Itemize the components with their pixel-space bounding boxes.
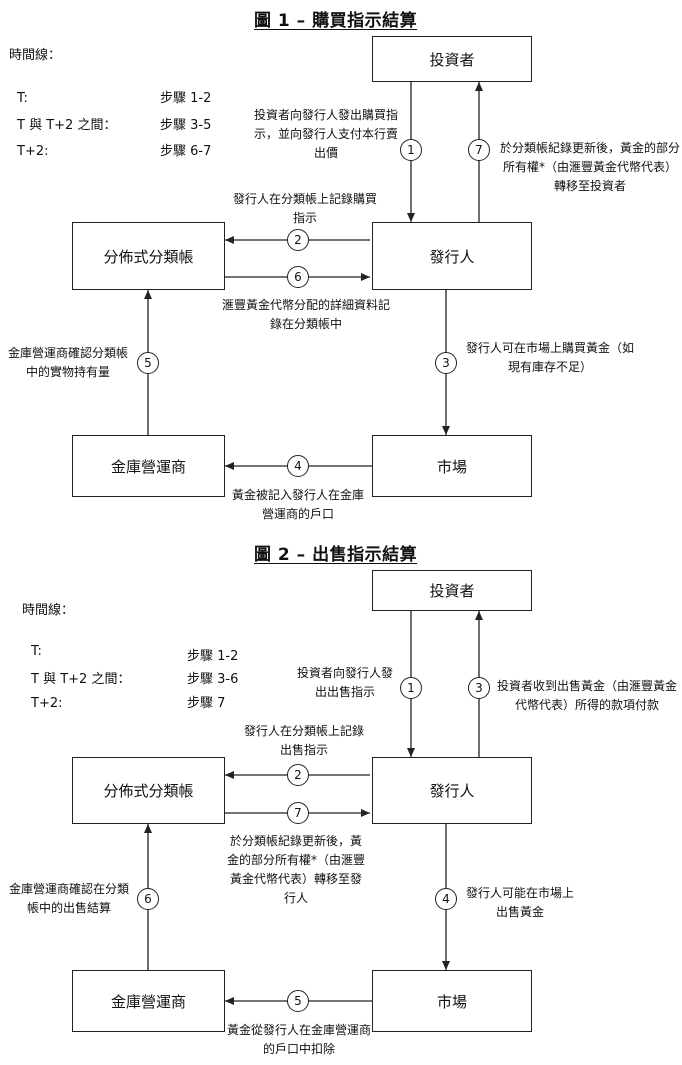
- step-marker: 4: [287, 455, 309, 477]
- timeline-label: 時間線：: [9, 48, 62, 63]
- timeline-steps: 步驟 3-6: [187, 672, 239, 687]
- step-marker: 6: [287, 266, 309, 288]
- step-3-note: 發行人可在市場上購買黃金（如現有庫存不足）: [466, 341, 635, 374]
- step-marker: 5: [287, 990, 309, 1012]
- step-5-note: 黃金從發行人在金庫營運商的戶口中扣除: [226, 1023, 371, 1056]
- figure-title: 圖 1 – 購買指示結算: [254, 11, 418, 31]
- custodian-box: 金庫營運商: [72, 435, 225, 497]
- ledger-box: 分佈式分類帳: [72, 757, 225, 824]
- step-marker: 7: [468, 139, 490, 161]
- step-4-note: 發行人可能在市場上出售黃金: [466, 886, 575, 919]
- step-marker: 1: [400, 139, 422, 161]
- step-marker: 5: [137, 352, 159, 374]
- ledger-box: 分佈式分類帳: [72, 222, 225, 290]
- step-7-note: 於分類帳紀錄更新後，黃金的部分所有權*（由滙豐黃金代幣代表）轉移至發行人: [226, 834, 365, 905]
- step-marker: 1: [400, 677, 422, 699]
- step-2-note: 發行人在分類帳上記錄出售指示: [243, 724, 364, 757]
- timeline-period: T 與 T+2 之間：: [17, 118, 117, 133]
- step-1-note: 投資者向發行人發出出售指示: [296, 666, 393, 699]
- timeline-period: T+2:: [17, 144, 49, 159]
- timeline-steps: 步驟 1-2: [187, 649, 239, 664]
- figure-title: 圖 2 – 出售指示結算: [254, 545, 418, 565]
- step-1-note: 投資者向發行人發出購買指示，並向發行人支付本行賣出價: [253, 108, 398, 160]
- step-4-note: 黃金被記入發行人在金庫營運商的戶口: [231, 488, 364, 521]
- step-marker: 6: [137, 888, 159, 910]
- market-box: 市場: [372, 970, 532, 1032]
- step-2-note: 發行人在分類帳上記錄購買指示: [232, 192, 377, 225]
- step-marker: 2: [287, 764, 309, 786]
- market-box: 市場: [372, 435, 532, 497]
- timeline-period: T+2:: [31, 696, 63, 711]
- step-6-note: 滙豐黃金代幣分配的詳細資料記錄在分類帳中: [222, 298, 391, 331]
- timeline-steps: 步驟 6-7: [160, 144, 212, 159]
- step-marker: 3: [435, 352, 457, 374]
- timeline-steps: 步驟 7: [187, 696, 226, 711]
- timeline-period: T 與 T+2 之間：: [31, 672, 131, 687]
- step-marker: 7: [287, 802, 309, 824]
- timeline-steps: 步驟 1-2: [160, 91, 212, 106]
- timeline-period: T:: [17, 91, 28, 106]
- step-7-note: 於分類帳紀錄更新後，黃金的部分所有權*（由滙豐黃金代幣代表）轉移至投資者: [500, 141, 681, 193]
- timeline-label: 時間線：: [22, 603, 75, 618]
- step-marker: 2: [287, 229, 309, 251]
- timeline-period: T:: [31, 644, 42, 659]
- investor-box: 投資者: [372, 36, 532, 82]
- step-6-note: 金庫營運商確認在分類帳中的出售結算: [8, 882, 129, 915]
- timeline-steps: 步驟 3-5: [160, 118, 212, 133]
- custodian-box: 金庫營運商: [72, 970, 225, 1032]
- issuer-box: 發行人: [372, 757, 532, 824]
- step-marker: 3: [468, 677, 490, 699]
- step-marker: 4: [435, 888, 457, 910]
- investor-box: 投資者: [372, 570, 532, 611]
- step-5-note: 金庫營運商確認分類帳中的實物持有量: [8, 346, 129, 379]
- step-3-note: 投資者收到出售黃金（由滙豐黃金代幣代表）所得的款項付款: [496, 679, 677, 712]
- issuer-box: 發行人: [372, 222, 532, 290]
